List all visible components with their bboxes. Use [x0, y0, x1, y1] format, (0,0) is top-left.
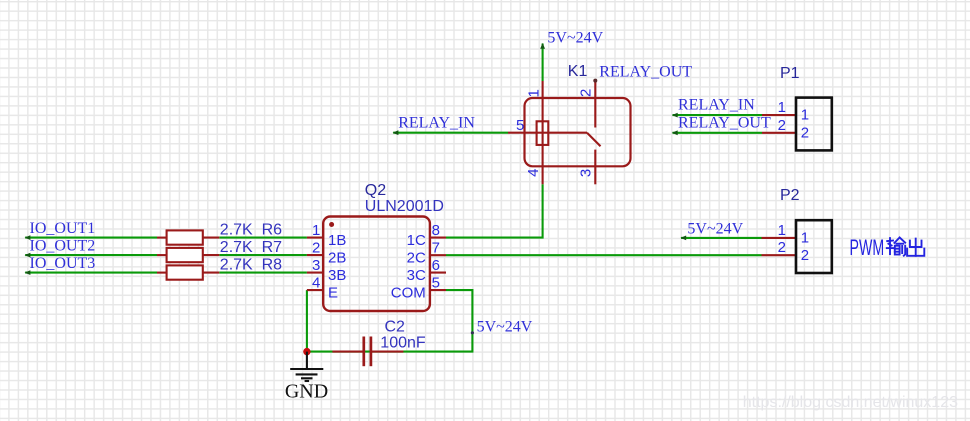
- svg-text:IO_OUT2: IO_OUT2: [30, 238, 96, 255]
- svg-text:IO_OUT3: IO_OUT3: [30, 255, 96, 272]
- svg-text:3B: 3B: [328, 267, 346, 284]
- svg-text:2B: 2B: [328, 250, 346, 267]
- svg-text:P1: P1: [780, 65, 800, 82]
- svg-text:1: 1: [778, 222, 786, 239]
- svg-text:2.7K R8: 2.7K R8: [220, 257, 282, 274]
- svg-text:Q2: Q2: [365, 182, 386, 199]
- svg-text:2: 2: [801, 247, 809, 264]
- svg-text:6: 6: [432, 257, 440, 274]
- svg-text:RELAY_IN: RELAY_IN: [678, 97, 755, 114]
- svg-text:PWM: PWM: [850, 235, 885, 260]
- svg-text:7: 7: [432, 239, 440, 256]
- svg-text:2: 2: [778, 117, 786, 134]
- svg-text:5: 5: [516, 117, 524, 134]
- svg-text:P2: P2: [780, 187, 800, 204]
- svg-text:RELAY_OUT: RELAY_OUT: [599, 63, 692, 80]
- svg-text:2.7K R7: 2.7K R7: [220, 239, 282, 256]
- svg-text:100nF: 100nF: [380, 335, 426, 352]
- svg-text:1: 1: [801, 107, 809, 124]
- svg-text:RELAY_IN: RELAY_IN: [398, 115, 475, 132]
- svg-text:3: 3: [578, 169, 595, 177]
- svg-text:2: 2: [312, 239, 320, 256]
- svg-text:IO_OUT1: IO_OUT1: [30, 220, 96, 237]
- svg-text:E: E: [328, 285, 338, 302]
- svg-text:2.7K R6: 2.7K R6: [220, 222, 282, 239]
- svg-text:2: 2: [778, 239, 786, 256]
- svg-text:3: 3: [312, 257, 320, 274]
- svg-text:4: 4: [525, 169, 542, 177]
- svg-text:1C: 1C: [407, 232, 426, 249]
- svg-text:K1: K1: [568, 63, 588, 80]
- svg-text:C2: C2: [385, 319, 406, 336]
- svg-text:5V~24V: 5V~24V: [477, 319, 533, 336]
- svg-text:ULN2001D: ULN2001D: [365, 198, 444, 215]
- svg-text:3C: 3C: [407, 267, 426, 284]
- svg-text:1: 1: [778, 99, 786, 116]
- svg-text:2: 2: [578, 89, 595, 97]
- svg-text:1: 1: [801, 229, 809, 246]
- svg-text:2: 2: [801, 124, 809, 141]
- svg-text:1: 1: [526, 89, 543, 97]
- svg-text:GND: GND: [285, 381, 328, 403]
- svg-text:COM: COM: [391, 285, 426, 302]
- svg-text:5V~24V: 5V~24V: [547, 30, 603, 47]
- svg-text:8: 8: [432, 222, 440, 239]
- svg-text:4: 4: [312, 274, 320, 291]
- svg-text:5: 5: [432, 274, 440, 291]
- svg-text:1B: 1B: [328, 232, 346, 249]
- svg-text:1: 1: [312, 222, 320, 239]
- svg-text:5V~24V: 5V~24V: [687, 221, 743, 238]
- svg-text:https://blog.csdn.net/winux123: https://blog.csdn.net/winux123: [743, 394, 958, 411]
- svg-text:2C: 2C: [407, 250, 426, 267]
- svg-text:RELAY_OUT: RELAY_OUT: [678, 114, 771, 131]
